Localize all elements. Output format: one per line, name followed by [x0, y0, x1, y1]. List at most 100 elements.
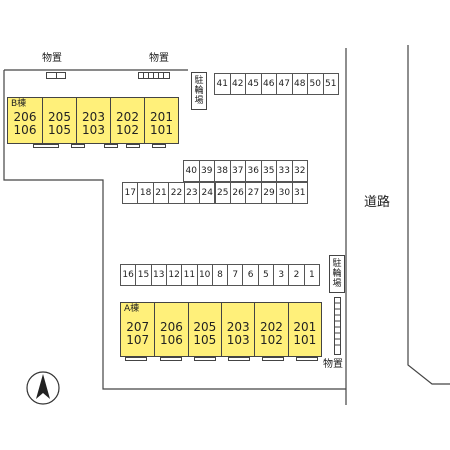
unit-upper-number: 202 — [116, 109, 139, 124]
bike-label-char: 輪 — [194, 86, 204, 96]
parking-space: 5 — [257, 264, 275, 286]
parking-space: 33 — [276, 160, 293, 182]
parking-space: 16 — [120, 264, 137, 286]
parking-space: 15 — [135, 264, 152, 286]
parking-space: 21 — [152, 182, 170, 204]
parking-space: 8 — [211, 264, 229, 286]
unit-upper-number: 205 — [193, 319, 217, 334]
unit-upper-number: 201 — [150, 109, 173, 124]
parking-space: 27 — [245, 182, 262, 204]
parking-space: 32 — [291, 160, 308, 182]
building-a-step — [228, 357, 250, 361]
building-a-step — [125, 357, 147, 361]
building-b-name: B棟 — [11, 99, 27, 109]
unit-lower-number: 102 — [260, 332, 283, 347]
building-b-step — [71, 144, 85, 148]
parking-space: 45 — [245, 73, 262, 95]
parking-space: 46 — [260, 73, 277, 95]
bike-parking-right: 駐 輪 場 — [329, 255, 345, 293]
parking-space: 23 — [183, 182, 201, 204]
bike-label-char: 駐 — [194, 76, 204, 86]
parking-space: 42 — [229, 73, 246, 95]
parking-space: 51 — [322, 73, 339, 95]
bike-label-char: 場 — [194, 96, 204, 106]
parking-space: 47 — [276, 73, 293, 95]
parking-space: 37 — [229, 160, 246, 182]
parking-space: 36 — [245, 160, 262, 182]
unit-upper-number: 203 — [226, 319, 250, 334]
storage-label-2: 物置 — [149, 53, 169, 64]
parking-space: 12 — [165, 264, 183, 286]
building-a-step — [194, 357, 216, 361]
building-a-step — [262, 357, 284, 361]
parking-space: 22 — [168, 182, 185, 204]
bike-label-char: 場 — [332, 279, 342, 289]
parking-space: 25 — [214, 182, 231, 204]
building-a-name: A棟 — [124, 304, 140, 314]
storage-shed-3 — [334, 297, 341, 355]
unit-lower-number: 106 — [160, 332, 183, 347]
parking-space: 26 — [229, 182, 247, 204]
storage-shed-1 — [46, 72, 66, 79]
parking-space: 18 — [137, 182, 154, 204]
parking-space: 6 — [242, 264, 259, 286]
parking-space: 40 — [183, 160, 200, 182]
unit-upper-number: 201 — [293, 319, 317, 334]
parking-space: 24 — [199, 182, 216, 204]
building-a-step — [296, 357, 318, 361]
parking-space: 13 — [150, 264, 167, 286]
building-a-step — [160, 357, 182, 361]
parking-space: 1 — [303, 264, 320, 286]
storage-label-1: 物置 — [42, 53, 62, 64]
unit-lower-number: 101 — [293, 332, 317, 347]
unit-upper-number: 203 — [82, 109, 105, 124]
storage-shed-2 — [138, 72, 170, 79]
north-arrow-icon — [26, 371, 60, 405]
unit-upper-number: 202 — [260, 319, 283, 334]
bike-parking-top: 駐 輪 場 — [191, 72, 207, 110]
parking-space: 2 — [288, 264, 305, 286]
building-b-step — [126, 144, 140, 148]
building-b-step — [104, 144, 118, 148]
parking-space: 35 — [260, 160, 277, 182]
storage-label-3: 物置 — [323, 359, 343, 370]
parking-space: 30 — [276, 182, 293, 204]
bike-label-char: 輪 — [332, 269, 342, 279]
parking-space: 29 — [260, 182, 278, 204]
parking-space: 50 — [307, 73, 324, 95]
unit-upper-number: 207 — [126, 319, 150, 334]
parking-space: 38 — [214, 160, 231, 182]
unit-lower-number: 105 — [48, 122, 71, 137]
building-b-step — [33, 144, 59, 148]
unit-upper-number: 206 — [160, 319, 183, 334]
unit-lower-number: 102 — [116, 122, 139, 137]
unit-upper-number: 206 — [13, 109, 37, 124]
unit-lower-number: 103 — [226, 332, 250, 347]
parking-space: 41 — [214, 73, 231, 95]
unit-lower-number: 105 — [193, 332, 217, 347]
parking-space: 31 — [291, 182, 308, 204]
parking-space: 48 — [291, 73, 308, 95]
parking-space: 7 — [227, 264, 244, 286]
unit-lower-number: 101 — [150, 122, 173, 137]
bike-label-char: 駐 — [332, 259, 342, 269]
parking-space: 10 — [196, 264, 213, 286]
unit-lower-number: 107 — [126, 332, 150, 347]
